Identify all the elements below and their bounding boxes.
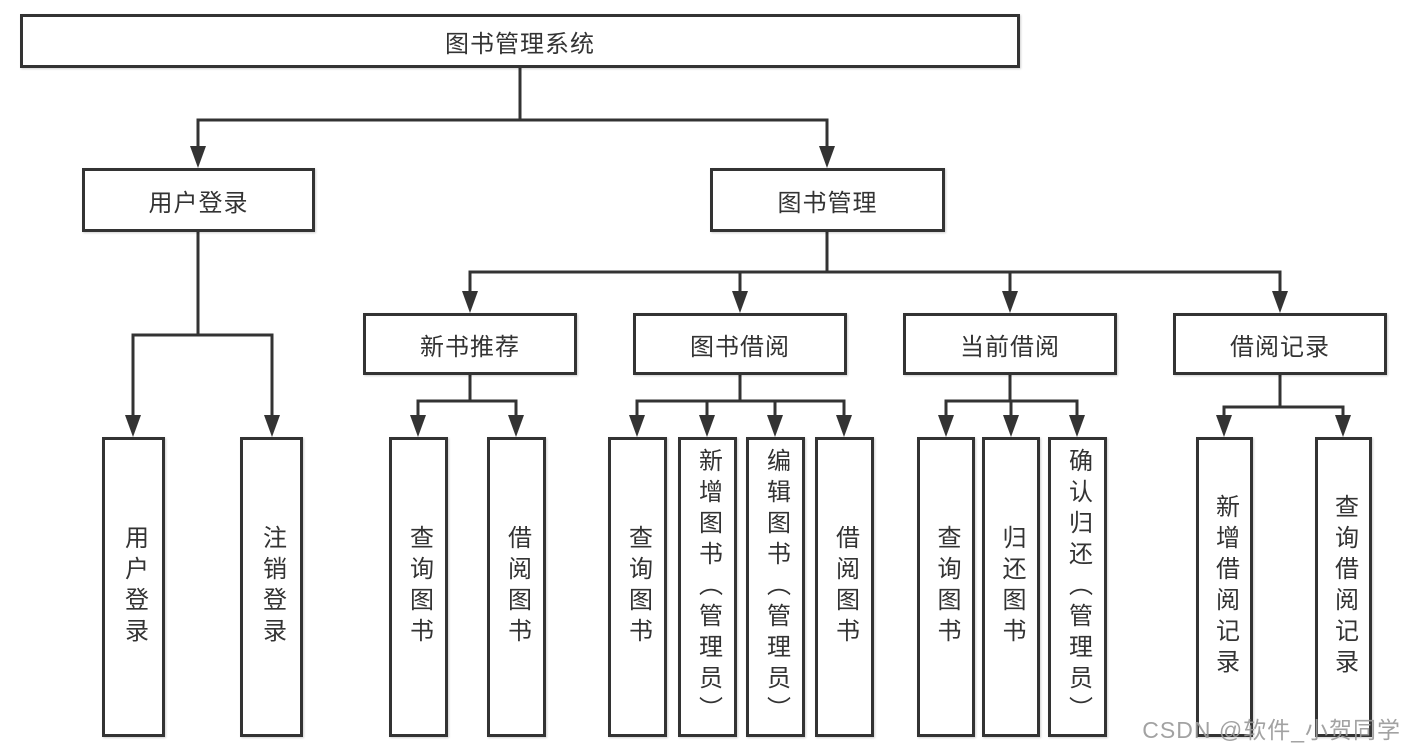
- leaf-new-borrow-books: 借阅图书: [487, 437, 546, 737]
- connector-borrow-records: [1216, 375, 1351, 437]
- leaf-cb-query-books-label: 查询图书: [933, 525, 960, 649]
- connector-login: [125, 232, 280, 437]
- leaf-bb-edit-books-admin: 编辑图书（管理员）: [746, 437, 805, 737]
- node-root-label: 图书管理系统: [445, 30, 595, 58]
- node-book-borrow: 图书借阅: [633, 313, 847, 375]
- leaf-bb-borrow-books-label: 借阅图书: [831, 525, 859, 649]
- connector-book-borrow: [629, 375, 852, 437]
- leaf-cb-confirm-return-admin-label: 确认归还（管理员）: [1064, 447, 1092, 727]
- node-borrow-records-label: 借阅记录: [1230, 333, 1330, 361]
- node-new-books-label: 新书推荐: [420, 333, 520, 361]
- leaf-logout-label: 注销登录: [258, 525, 286, 649]
- leaf-user-login-label: 用户登录: [120, 525, 148, 649]
- node-current-borrow: 当前借阅: [903, 313, 1117, 375]
- leaf-rec-query-record-label: 查询借阅记录: [1330, 494, 1358, 680]
- leaf-bb-borrow-books: 借阅图书: [815, 437, 874, 737]
- leaf-cb-query-books: 查询图书: [917, 437, 975, 737]
- leaf-rec-query-record: 查询借阅记录: [1315, 437, 1372, 737]
- leaf-new-query-books: 查询图书: [389, 437, 448, 737]
- leaf-bb-query-books-label: 查询图书: [624, 525, 652, 649]
- node-borrow-records: 借阅记录: [1173, 313, 1387, 375]
- leaf-user-login: 用户登录: [102, 437, 165, 737]
- node-root: 图书管理系统: [20, 14, 1020, 68]
- leaf-bb-add-books-admin: 新增图书（管理员）: [678, 437, 737, 737]
- connector-current-borrow: [938, 375, 1085, 437]
- csdn-watermark: CSDN @软件_小贺同学: [1142, 717, 1401, 743]
- leaf-cb-return-books-label: 归还图书: [998, 525, 1025, 649]
- leaf-cb-confirm-return-admin: 确认归还（管理员）: [1048, 437, 1107, 737]
- leaf-bb-add-books-admin-label: 新增图书（管理员）: [694, 447, 722, 727]
- node-user-login-label: 用户登录: [148, 189, 249, 217]
- connector-root: [190, 68, 835, 168]
- leaf-bb-edit-books-admin-label: 编辑图书（管理员）: [762, 447, 790, 727]
- node-book-management: 图书管理: [710, 168, 945, 232]
- leaf-bb-query-books: 查询图书: [608, 437, 667, 737]
- leaf-new-borrow-books-label: 借阅图书: [503, 525, 531, 649]
- leaf-new-query-books-label: 查询图书: [405, 525, 433, 649]
- node-book-borrow-label: 图书借阅: [690, 333, 790, 361]
- node-book-management-label: 图书管理: [777, 189, 878, 217]
- node-user-login: 用户登录: [82, 168, 315, 232]
- connector-mgmt: [462, 232, 1288, 313]
- leaf-rec-add-record: 新增借阅记录: [1196, 437, 1253, 737]
- node-current-borrow-label: 当前借阅: [960, 333, 1060, 361]
- connector-new-books: [410, 375, 524, 437]
- node-new-books: 新书推荐: [363, 313, 577, 375]
- leaf-rec-add-record-label: 新增借阅记录: [1211, 494, 1239, 680]
- leaf-logout: 注销登录: [240, 437, 303, 737]
- leaf-cb-return-books: 归还图书: [982, 437, 1040, 737]
